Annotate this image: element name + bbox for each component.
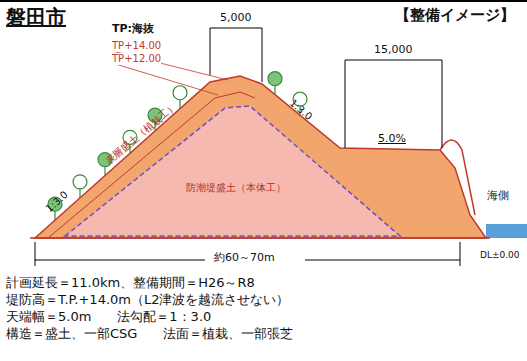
dimension: 15,000 [374, 44, 413, 57]
height-label: TP+12.00 [112, 53, 161, 65]
datum-note: TP:海抜 [112, 23, 154, 36]
spec-line: 構造＝盛土、一部CSG 法面＝植栽、一部張芝 [6, 327, 293, 342]
page-title: 磐田市 [6, 6, 66, 29]
spec-line: 計画延長＝11.0km、整備期間＝H26～R8 [6, 276, 255, 291]
header-tag: 【整備イメージ】 [395, 7, 515, 24]
overall-dimension: 約60～70m [214, 252, 275, 265]
dimension: 5,000 [220, 12, 252, 25]
spec-line: 天端幅＝5.0m 法勾配＝1：3.0 [6, 310, 211, 325]
sea-label: 海側 [487, 190, 509, 203]
datum-label: DL±0.00 [480, 250, 520, 260]
height-label: TP+14.00 [112, 40, 161, 52]
core-label: 防潮堤盛土（本体工） [186, 182, 286, 194]
spec-line: 堤防高＝T.P.+14.0m（L2津波を越流させない） [6, 293, 290, 308]
slope-grade: 5.0% [378, 133, 406, 146]
